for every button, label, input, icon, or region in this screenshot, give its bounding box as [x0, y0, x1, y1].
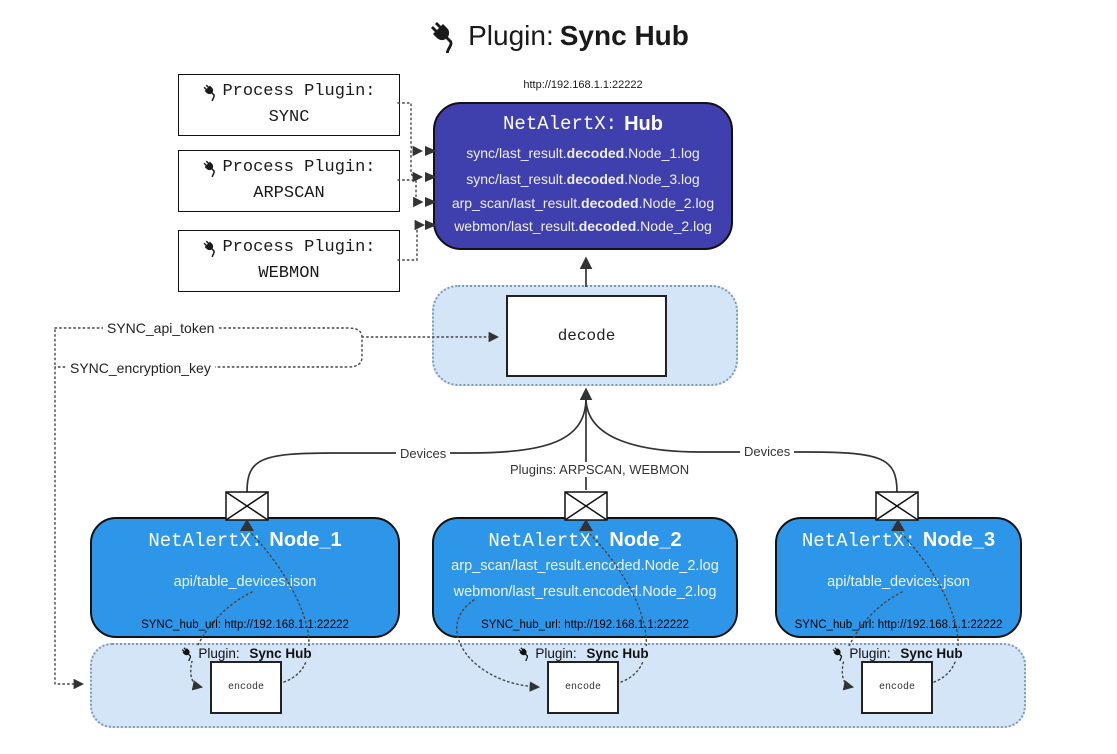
node-title: NetAlertX:Node_1: [148, 529, 342, 552]
node-hub-url: SYNC_hub_url: http://192.168.1.1:22222: [141, 619, 349, 631]
page-title-name: Sync Hub: [559, 20, 689, 51]
node-title: NetAlertX:Node_3: [801, 529, 996, 552]
encode-box: encode: [547, 661, 619, 714]
edge-arpscan-to-hub: [397, 179, 424, 208]
plug-icon: [204, 160, 216, 177]
envelope-icon: [225, 491, 269, 521]
edge-webmon-to-hub: [397, 219, 426, 261]
hub-log-line: webmon/last_result.decoded.Node_2.log: [454, 218, 712, 234]
plug-icon: [204, 84, 216, 101]
plug-icon: [181, 647, 192, 661]
envelopes: [225, 491, 919, 521]
plug-icon: [204, 240, 216, 257]
node-hub-url: SYNC_hub_url: http://192.168.1.1:22222: [481, 619, 689, 631]
devices-right-label: Devices: [740, 444, 795, 459]
node-3-box: NetAlertX:Node_3 api/table_devices.json …: [775, 517, 1022, 638]
page-title: Plugin: Sync Hub: [0, 14, 1117, 58]
process-plugin-arpscan-box: Process Plugin: ARPSCAN: [178, 150, 400, 212]
band-plugin-label: Plugin: Sync Hub: [177, 646, 315, 661]
process-plugin-sync-box: Process Plugin: SYNC: [178, 74, 400, 136]
process-plugin-label: Process Plugin:: [222, 157, 376, 177]
node-2-box: NetAlertX:Node_2 arp_scan/last_result.en…: [432, 517, 738, 638]
plugins-mid-label: Plugins: ARPSCAN, WEBMON: [506, 462, 694, 477]
hub-title-prefix: NetAlertX:: [503, 113, 618, 135]
sync-api-token-label: SYNC_api_token: [103, 320, 219, 336]
node-title: NetAlertX:Node_2: [488, 529, 682, 552]
hub-log-line: sync/last_result.decoded.Node_3.log: [466, 171, 700, 187]
hub-url-label: http://192.168.1.1:22222: [523, 79, 643, 91]
node-1-box: NetAlertX:Node_1 api/table_devices.json …: [90, 517, 400, 638]
process-plugin-name: ARPSCAN: [253, 184, 325, 203]
encode-box: encode: [861, 661, 933, 714]
decode-label: decode: [557, 327, 616, 345]
hub-title: NetAlertX: Hub: [435, 108, 731, 140]
process-plugin-name: WEBMON: [258, 264, 320, 283]
process-plugin-label: Process Plugin:: [222, 81, 376, 101]
hub-box: NetAlertX: Hub sync/last_result.decoded.…: [433, 102, 733, 250]
edge-sync-to-hub-2: [410, 150, 424, 183]
edge-sync-to-hub-1: [397, 102, 424, 157]
plug-icon: [431, 21, 453, 53]
encode-box: encode: [210, 661, 282, 714]
decode-box: decode: [506, 295, 667, 377]
plug-icon: [832, 647, 843, 661]
hub-log-line: arp_scan/last_result.decoded.Node_2.log: [451, 195, 715, 211]
hub-title-name: Hub: [624, 112, 663, 135]
node-file-line: api/table_devices.json: [827, 574, 970, 590]
devices-left-label: Devices: [396, 446, 451, 461]
band-plugin-label: Plugin: Sync Hub: [828, 646, 966, 661]
node-file-line: webmon/last_result.encoded.Node_2.log: [453, 584, 717, 600]
node-file-line: api/table_devices.json: [173, 574, 317, 590]
sync-encryption-key-label: SYNC_encryption_key: [66, 360, 215, 376]
process-plugin-label: Process Plugin:: [222, 237, 376, 257]
edge-keys-to-band: [54, 329, 85, 690]
page-title-prefix: Plugin:: [468, 20, 554, 51]
envelope-icon: [564, 491, 608, 521]
band-plugin-label: Plugin: Sync Hub: [514, 646, 652, 661]
hub-log-line: sync/last_result.decoded.Node_1.log: [466, 145, 700, 161]
node-file-line: arp_scan/last_result.encoded.Node_2.log: [451, 558, 719, 574]
edge-node1-devices: [246, 397, 587, 493]
plug-icon: [518, 647, 529, 661]
node-hub-url: SYNC_hub_url: http://192.168.1.1:22222: [794, 619, 1003, 631]
process-plugin-webmon-box: Process Plugin: WEBMON: [178, 230, 400, 292]
envelope-icon: [875, 491, 919, 521]
process-plugin-name: SYNC: [268, 108, 310, 127]
